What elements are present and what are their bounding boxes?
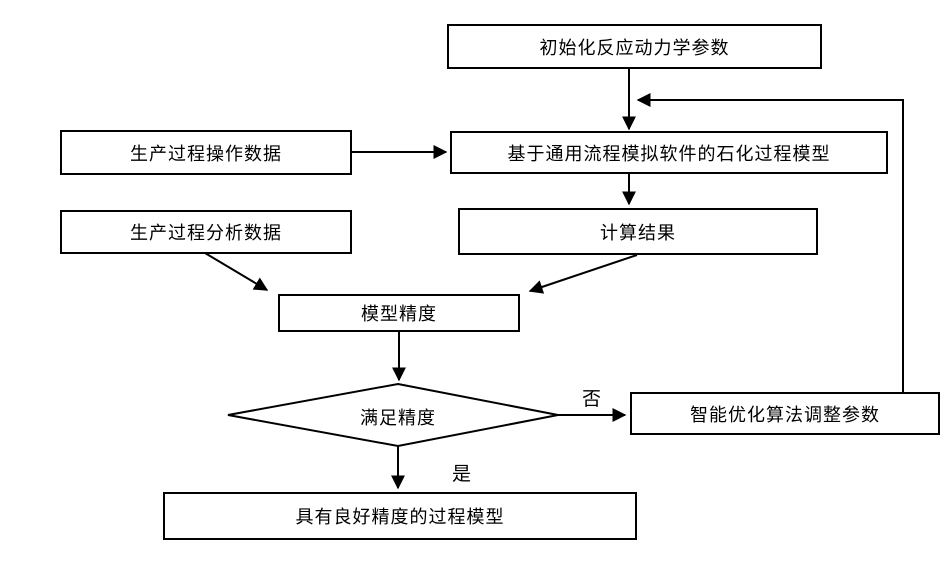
edge-label-yes: 是 — [452, 463, 472, 485]
node-optimizer-label: 智能优化算法调整参数 — [690, 404, 880, 426]
node-accuracy-decision: 满足精度 — [360, 408, 436, 429]
node-model-accuracy: 模型精度 — [278, 294, 520, 332]
node-process-model: 基于通用流程模拟软件的石化过程模型 — [450, 131, 888, 174]
edge-label-no: 否 — [582, 388, 602, 410]
node-final-model-label: 具有良好精度的过程模型 — [295, 507, 505, 528]
node-optimizer: 智能优化算法调整参数 — [630, 392, 940, 435]
decision-diamond-shape — [227, 382, 559, 448]
arrow-result-to-accuracy — [528, 254, 638, 294]
arrow-analysis-to-accuracy — [204, 252, 269, 291]
node-analysis-data-label: 生产过程分析数据 — [130, 223, 282, 244]
node-operation-data: 生产过程操作数据 — [60, 130, 352, 175]
node-init-params: 初始化反应动力学参数 — [447, 24, 822, 69]
node-final-model: 具有良好精度的过程模型 — [163, 492, 637, 540]
node-init-params-label: 初始化反应动力学参数 — [539, 37, 730, 59]
node-calc-result: 计算结果 — [458, 208, 818, 255]
node-operation-data-label: 生产过程操作数据 — [130, 143, 282, 165]
arrow-feedback-optimizer-to-model — [636, 93, 904, 392]
node-process-model-label: 基于通用流程模拟软件的石化过程模型 — [507, 143, 831, 165]
node-analysis-data: 生产过程分析数据 — [60, 210, 352, 254]
node-model-accuracy-label: 模型精度 — [361, 304, 437, 325]
node-calc-result-label: 计算结果 — [600, 222, 676, 244]
